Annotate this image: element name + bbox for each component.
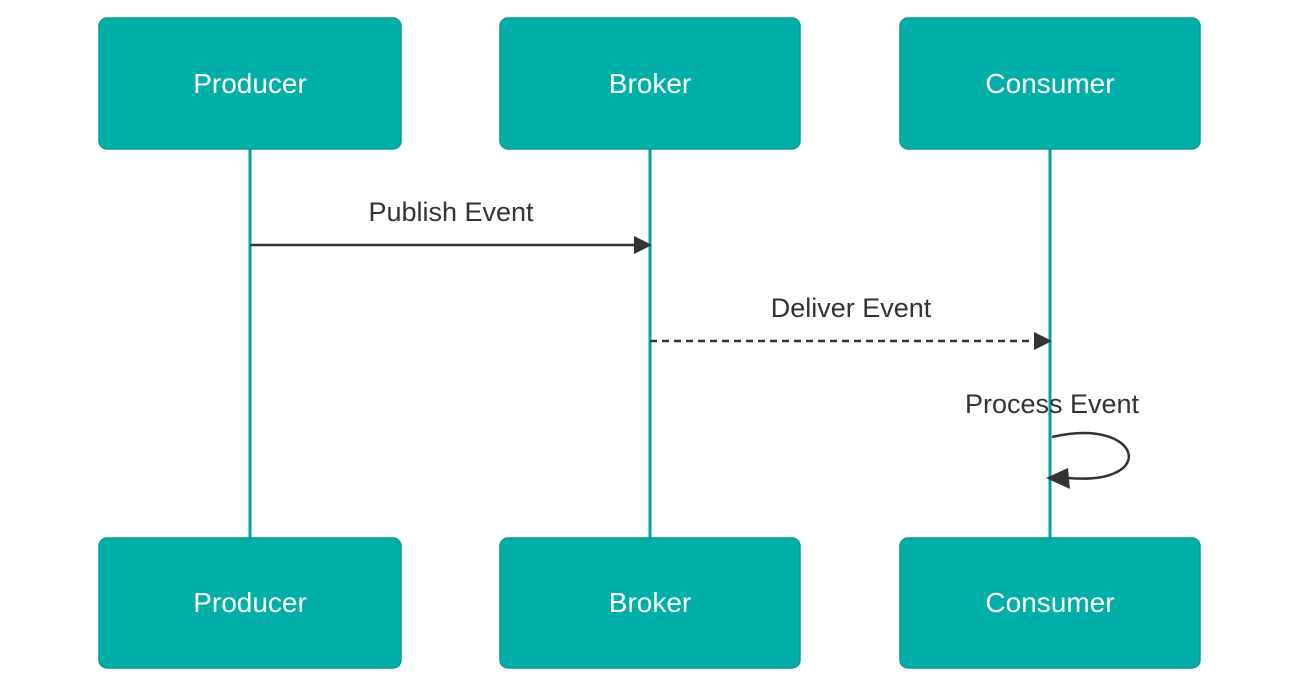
actor-box-consumer-bottom [899, 537, 1201, 669]
actor-box-producer-bottom [98, 537, 402, 669]
actor-box-broker-bottom [499, 537, 801, 669]
actor-box-producer-top [98, 17, 402, 150]
actor-box-consumer-top [899, 17, 1201, 150]
actor-top-broker: Broker [499, 17, 801, 150]
message-deliver-event: Deliver Event [650, 293, 1052, 350]
actor-top-producer: Producer [98, 17, 402, 150]
actor-label-consumer-bottom: Consumer [985, 587, 1114, 618]
actor-label-broker-bottom: Broker [609, 587, 691, 618]
actor-top-consumer: Consumer [899, 17, 1201, 150]
actor-label-producer-bottom: Producer [193, 587, 307, 618]
actor-label-producer-top: Producer [193, 68, 307, 99]
actor-bottom-producer: Producer [98, 537, 402, 669]
actor-bottom-broker: Broker [499, 537, 801, 669]
message-process-event: Process Event [965, 389, 1140, 489]
message-label-publish-event: Publish Event [368, 197, 534, 227]
message-label-process-event: Process Event [965, 389, 1140, 419]
message-loop-process-event [1051, 431, 1131, 480]
message-label-deliver-event: Deliver Event [771, 293, 932, 323]
arrowhead-process-event [1046, 468, 1070, 489]
lifelines [248, 149, 1052, 539]
actor-bottom-consumer: Consumer [899, 537, 1201, 669]
message-publish-event: Publish Event [250, 197, 652, 254]
arrowhead-publish-event [634, 236, 652, 254]
arrowhead-deliver-event [1034, 332, 1052, 350]
actor-box-broker-top [499, 17, 801, 150]
actor-label-broker-top: Broker [609, 68, 691, 99]
actor-label-consumer-top: Consumer [985, 68, 1114, 99]
